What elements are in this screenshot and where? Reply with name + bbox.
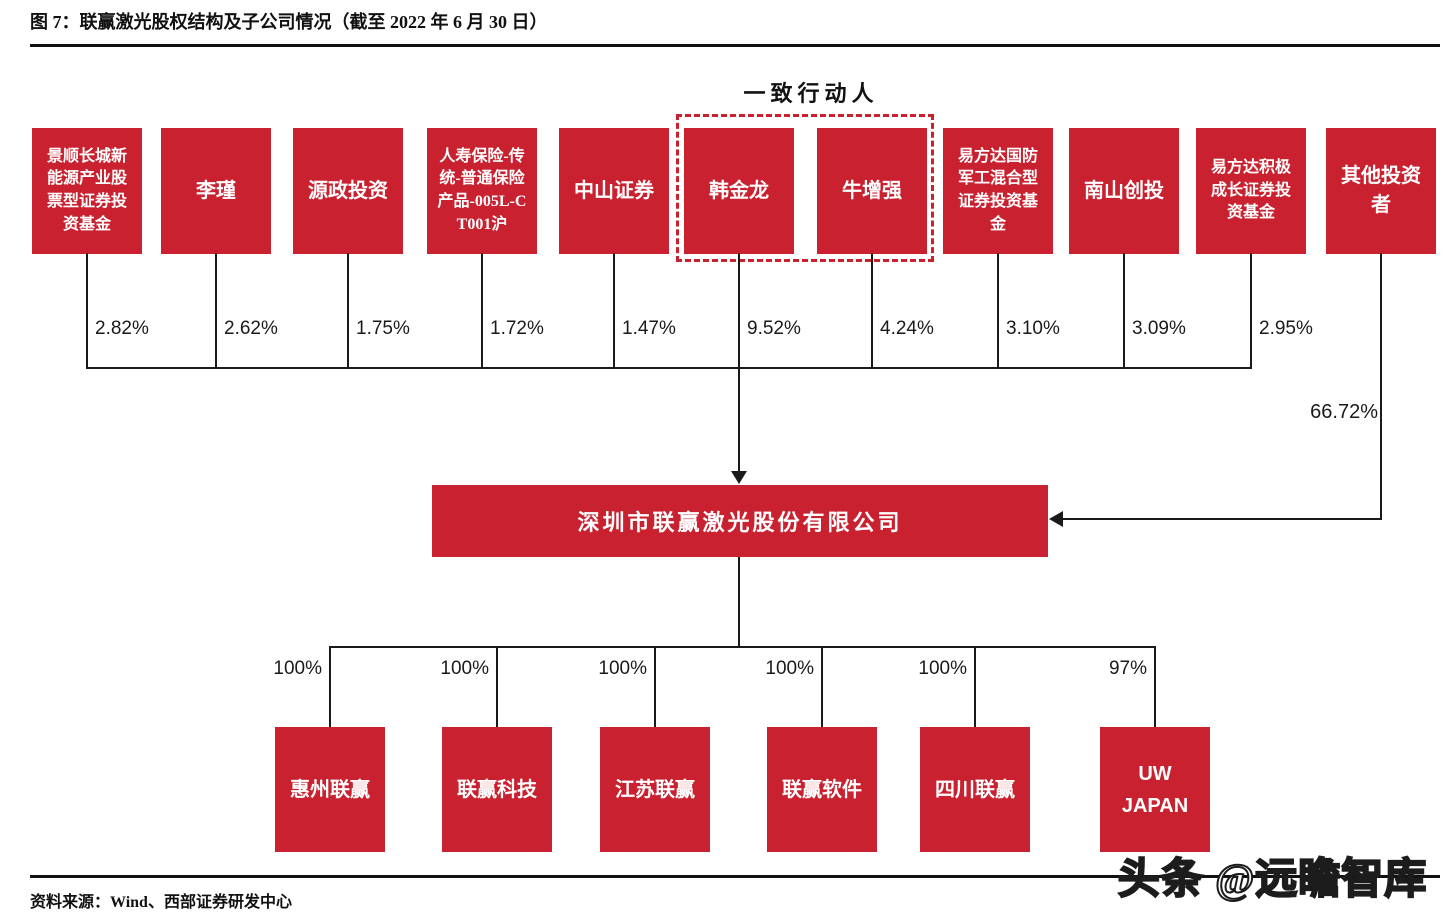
ownership-pct: 1.47% [622, 318, 676, 339]
shareholder-box: 韩金龙 [684, 128, 794, 254]
footer-divider [30, 875, 1440, 878]
shareholder-box: 南山创投 [1069, 128, 1179, 254]
ownership-pct: 1.72% [490, 318, 544, 339]
shareholder-box: 人寿保险-传统-普通保险产品-005L-CT001沪 [427, 128, 537, 254]
connector-line [974, 646, 976, 727]
ownership-pct: 3.09% [1132, 318, 1186, 339]
connector-line [1062, 518, 1382, 520]
shareholder-box: 李瑾 [161, 128, 271, 254]
connector-line [1154, 646, 1156, 727]
shareholder-box: 其他投资者 [1326, 128, 1436, 254]
connector-line [1380, 253, 1382, 520]
parent-company-box: 深圳市联赢激光股份有限公司 [432, 485, 1048, 557]
connector-line [496, 646, 498, 727]
arrow-down-icon [731, 471, 747, 484]
connector-line [613, 253, 615, 368]
arrow-left-icon [1049, 511, 1063, 527]
connector-line [347, 253, 349, 368]
subsidiary-pct: 100% [598, 658, 647, 679]
connector-line [738, 557, 740, 648]
acting-in-concert-group-outline [676, 114, 934, 262]
title-divider [30, 44, 1440, 47]
connector-line [215, 253, 217, 368]
shareholder-box: 中山证券 [559, 128, 669, 254]
connector-line [481, 253, 483, 368]
acting-in-concert-label: 一致行动人 [743, 81, 879, 106]
subsidiary-pct: 100% [765, 658, 814, 679]
subsidiary-box: 联赢科技 [442, 727, 552, 852]
source-note: 资料来源：Wind、西部证券研发中心 [30, 894, 292, 911]
shareholder-box: 景顺长城新能源产业股票型证券投资基金 [32, 128, 142, 254]
shareholder-box: 易方达国防军工混合型证券投资基金 [943, 128, 1053, 254]
ownership-pct: 3.10% [1006, 318, 1060, 339]
subsidiary-pct: 97% [1108, 658, 1147, 679]
shareholder-box: 源政投资 [293, 128, 403, 254]
ownership-pct: 9.52% [747, 318, 801, 339]
figure-title: 图 7：联赢激光股权结构及子公司情况（截至 2022 年 6 月 30 日） [30, 12, 548, 32]
subsidiary-pct: 100% [273, 658, 322, 679]
connector-line [821, 646, 823, 727]
ownership-pct: 66.72% [1310, 401, 1378, 423]
connector-line [997, 253, 999, 368]
watermark: 头条 @远瞻智库 [1117, 856, 1428, 904]
ownership-pct: 2.82% [95, 318, 149, 339]
ownership-pct: 2.95% [1259, 318, 1313, 339]
connector-line [654, 646, 656, 727]
subsidiary-box: 惠州联赢 [275, 727, 385, 852]
connector-line [1250, 253, 1252, 368]
connector-line [329, 646, 1156, 648]
shareholder-box: 易方达积极成长证券投资基金 [1196, 128, 1306, 254]
ownership-pct: 2.62% [224, 318, 278, 339]
connector-line [329, 646, 331, 727]
ownership-pct: 4.24% [880, 318, 934, 339]
subsidiary-box: 联赢软件 [767, 727, 877, 852]
connector-line [738, 253, 740, 368]
subsidiary-box: UW JAPAN [1100, 727, 1210, 852]
connector-line [86, 253, 88, 368]
ownership-pct: 1.75% [356, 318, 410, 339]
connector-line [86, 367, 1252, 369]
connector-line [1123, 253, 1125, 368]
connector-line [871, 253, 873, 368]
subsidiary-box: 江苏联赢 [600, 727, 710, 852]
shareholder-box: 牛增强 [817, 128, 927, 254]
subsidiary-pct: 100% [440, 658, 489, 679]
subsidiary-pct: 100% [918, 658, 967, 679]
subsidiary-box: 四川联赢 [920, 727, 1030, 852]
connector-line [738, 369, 740, 472]
